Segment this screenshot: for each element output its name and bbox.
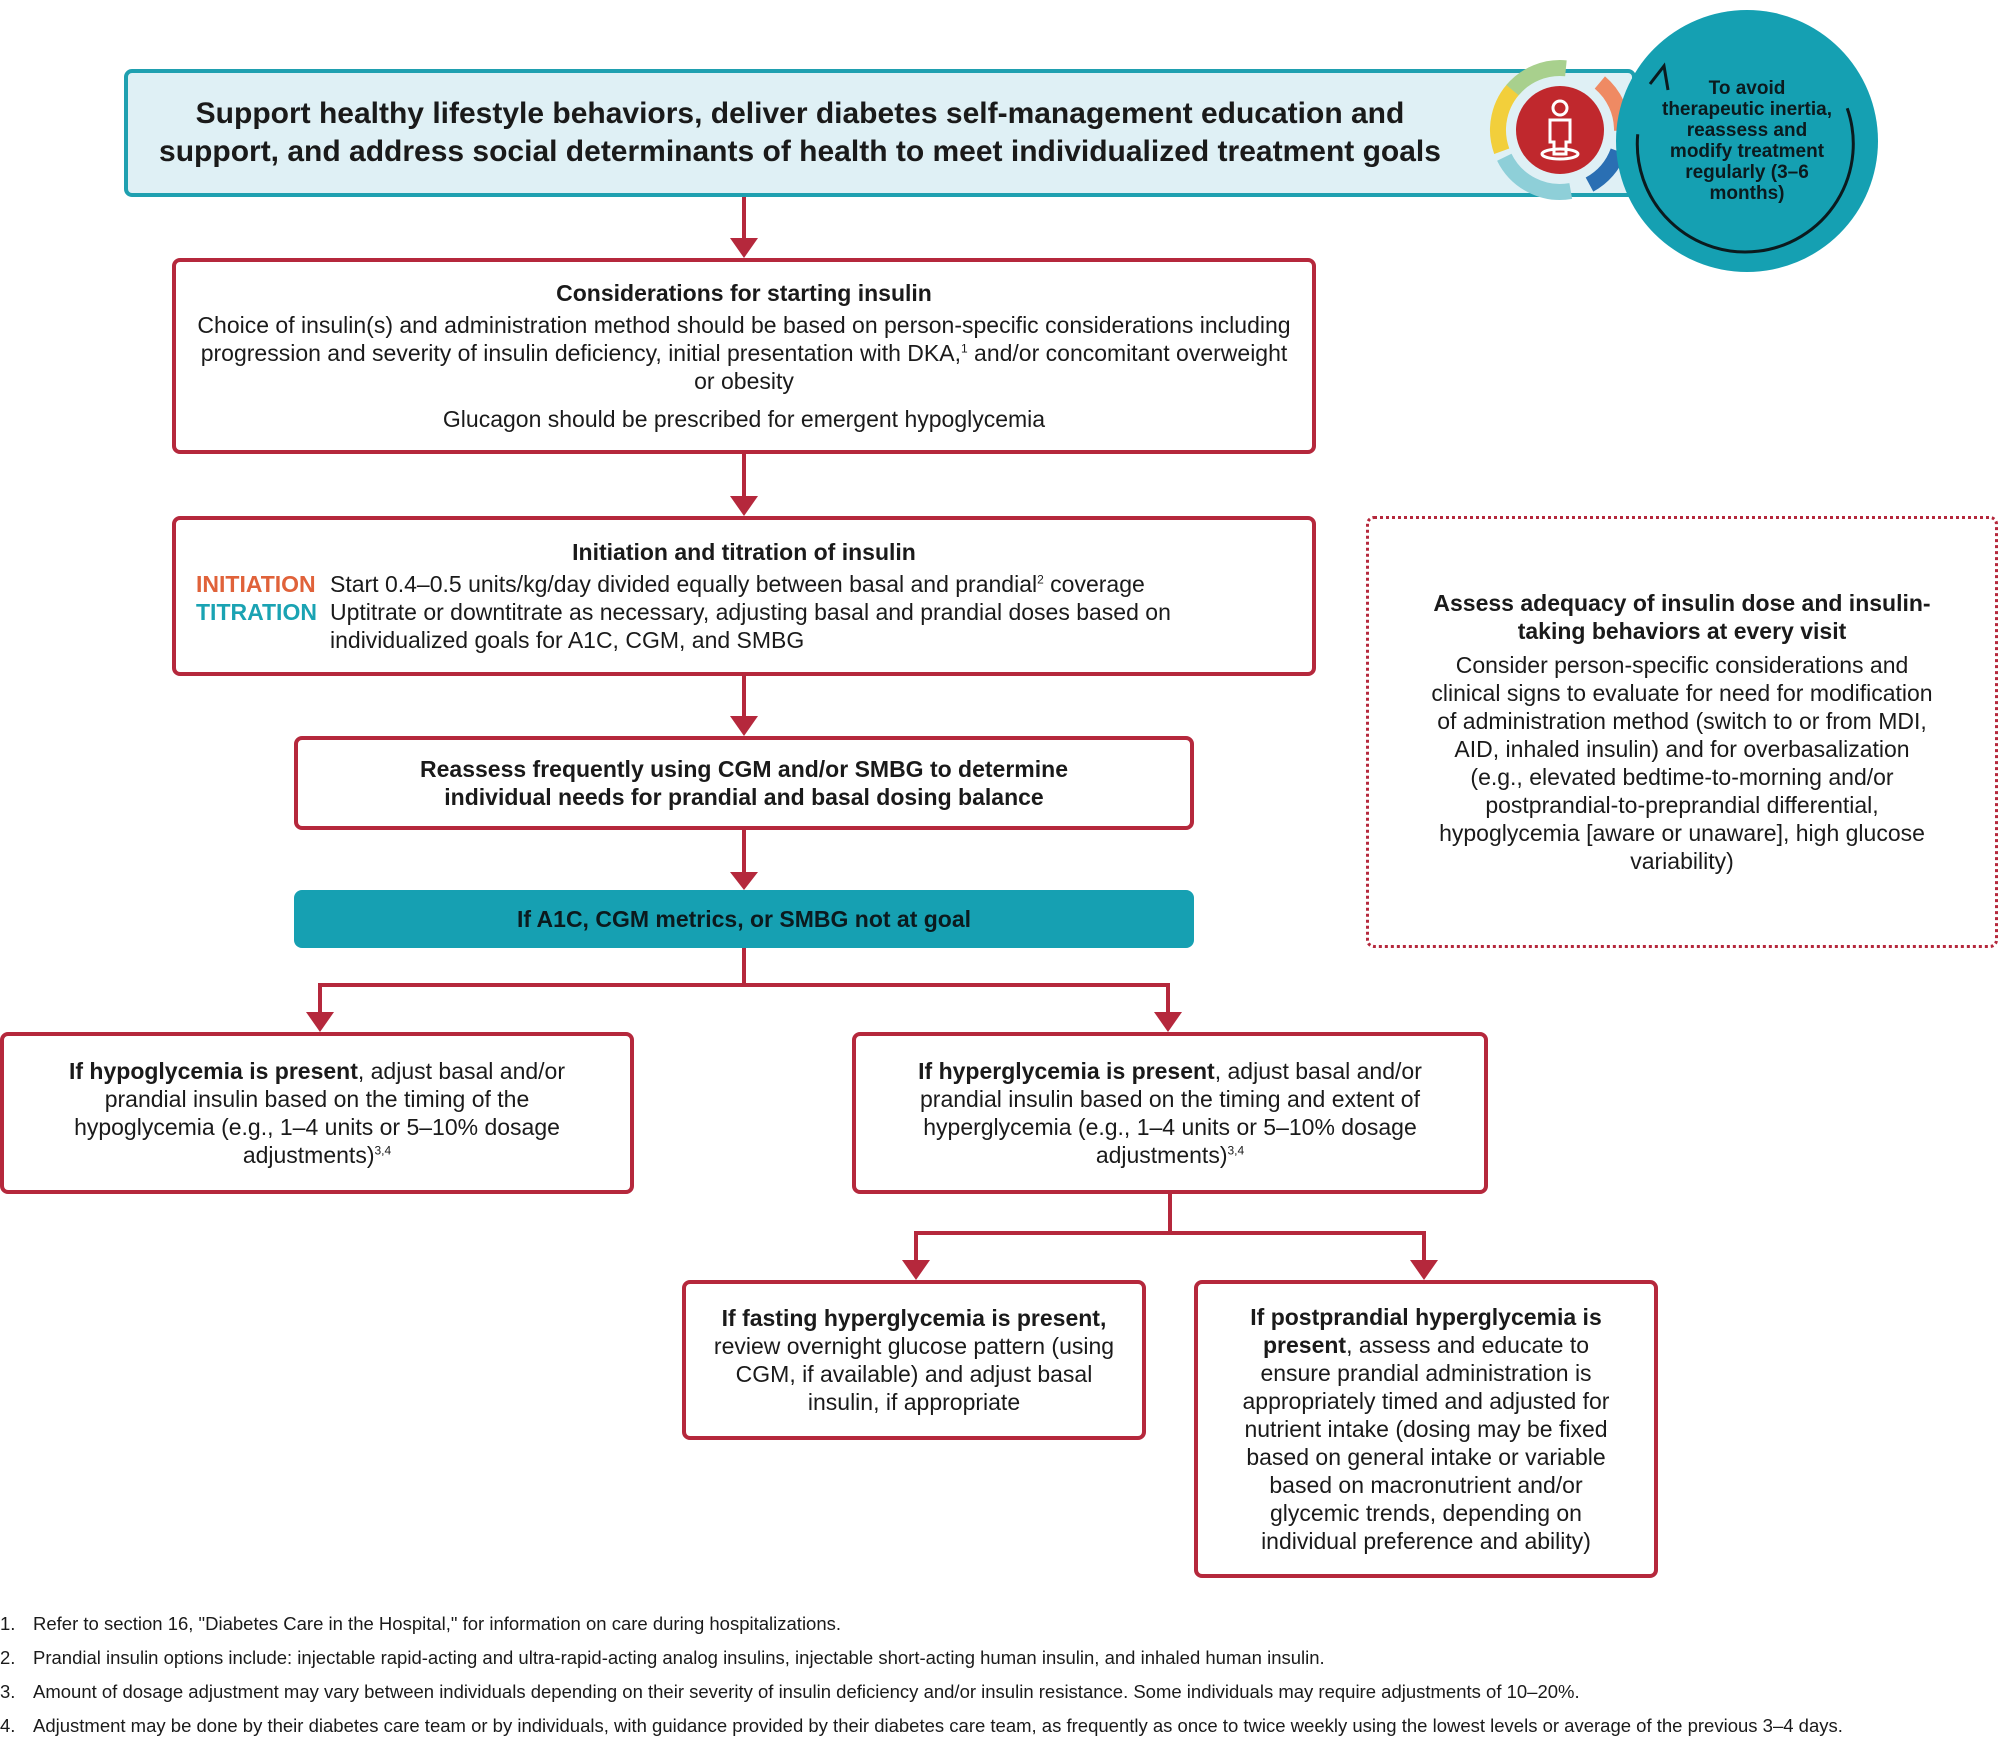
initiation-title: Initiation and titration of insulin	[572, 539, 916, 565]
header-box: Support healthy lifestyle behaviors, del…	[124, 69, 1636, 197]
arrowhead-postprandial	[1410, 1260, 1438, 1280]
arrowhead-hyper	[1154, 1012, 1182, 1032]
titration-row: TITRATION Uptitrate or downtitrate as ne…	[196, 598, 1292, 654]
considerations-title: Considerations for starting insulin	[556, 280, 932, 306]
assess-text: Consider person-specific considerations …	[1431, 652, 1933, 874]
considerations-box: Considerations for starting insulin Choi…	[172, 258, 1316, 454]
arrowhead-hypo	[306, 1012, 334, 1032]
initiation-row: INITIATION Start 0.4–0.5 units/kg/day di…	[196, 570, 1292, 598]
initiation-label: INITIATION	[196, 571, 316, 597]
assess-title: Assess adequacy of insulin dose and insu…	[1433, 590, 1931, 644]
initiation-box: Initiation and titration of insulin INIT…	[172, 516, 1316, 676]
postprandial-hyperglycemia-box: If postprandial hyperglycemia is present…	[1194, 1280, 1658, 1578]
assess-adequacy-box: Assess adequacy of insulin dose and insu…	[1366, 516, 1998, 948]
initiation-text: Start 0.4–0.5 units/kg/day divided equal…	[330, 571, 1145, 597]
reassess-box: Reassess frequently using CGM and/or SMB…	[294, 736, 1194, 830]
cycle-text: To avoid therapeutic inertia, reassess a…	[1662, 78, 1832, 204]
footnote-3: 3.Amount of dosage adjustment may vary b…	[0, 1681, 1580, 1702]
fasting-text: If fasting hyperglycemia is present, rev…	[713, 1305, 1115, 1415]
footnotes: 1.Refer to section 16, "Diabetes Care in…	[0, 1612, 1990, 1748]
hypoglycemia-box: If hypoglycemia is present, adjust basal…	[0, 1032, 634, 1194]
branch-goal	[318, 948, 1170, 1018]
not-at-goal-bar: If A1C, CGM metrics, or SMBG not at goal	[294, 890, 1194, 948]
titration-text: Uptitrate or downtitrate as necessary, a…	[330, 599, 1171, 653]
postprandial-text: If postprandial hyperglycemia is present…	[1242, 1304, 1610, 1554]
glucagon-text: Glucagon should be prescribed for emerge…	[442, 406, 1046, 432]
footnote-1: 1.Refer to section 16, "Diabetes Care in…	[0, 1613, 842, 1634]
arrowhead-fasting	[902, 1260, 930, 1280]
arrowhead-reassess	[730, 716, 758, 736]
reassess-text: Reassess frequently using CGM and/or SMB…	[420, 756, 1068, 810]
footnote-2: 2.Prandial insulin options include: inje…	[0, 1647, 1325, 1668]
arrowhead-initiation	[730, 496, 758, 516]
footnote-4: 4.Adjustment may be done by their diabet…	[0, 1715, 1843, 1736]
reassess-cycle-badge: To avoid therapeutic inertia, reassess a…	[1616, 10, 1878, 272]
hypoglycemia-text: If hypoglycemia is present, adjust basal…	[68, 1058, 565, 1168]
header-text: Support healthy lifestyle behaviors, del…	[159, 97, 1441, 168]
hyperglycemia-text: If hyperglycemia is present, adjust basa…	[918, 1058, 1422, 1168]
fasting-hyperglycemia-box: If fasting hyperglycemia is present, rev…	[682, 1280, 1146, 1440]
goal-text: If A1C, CGM metrics, or SMBG not at goal	[516, 905, 972, 932]
arrowhead-considerations	[730, 238, 758, 258]
cycle-arrow-icon	[1635, 62, 1855, 254]
hyperglycemia-box: If hyperglycemia is present, adjust basa…	[852, 1032, 1488, 1194]
arrowhead-goal	[730, 872, 758, 890]
branch-hyper	[914, 1194, 1426, 1265]
titration-label: TITRATION	[196, 599, 317, 625]
considerations-text: Choice of insulin(s) and administration …	[197, 312, 1291, 394]
